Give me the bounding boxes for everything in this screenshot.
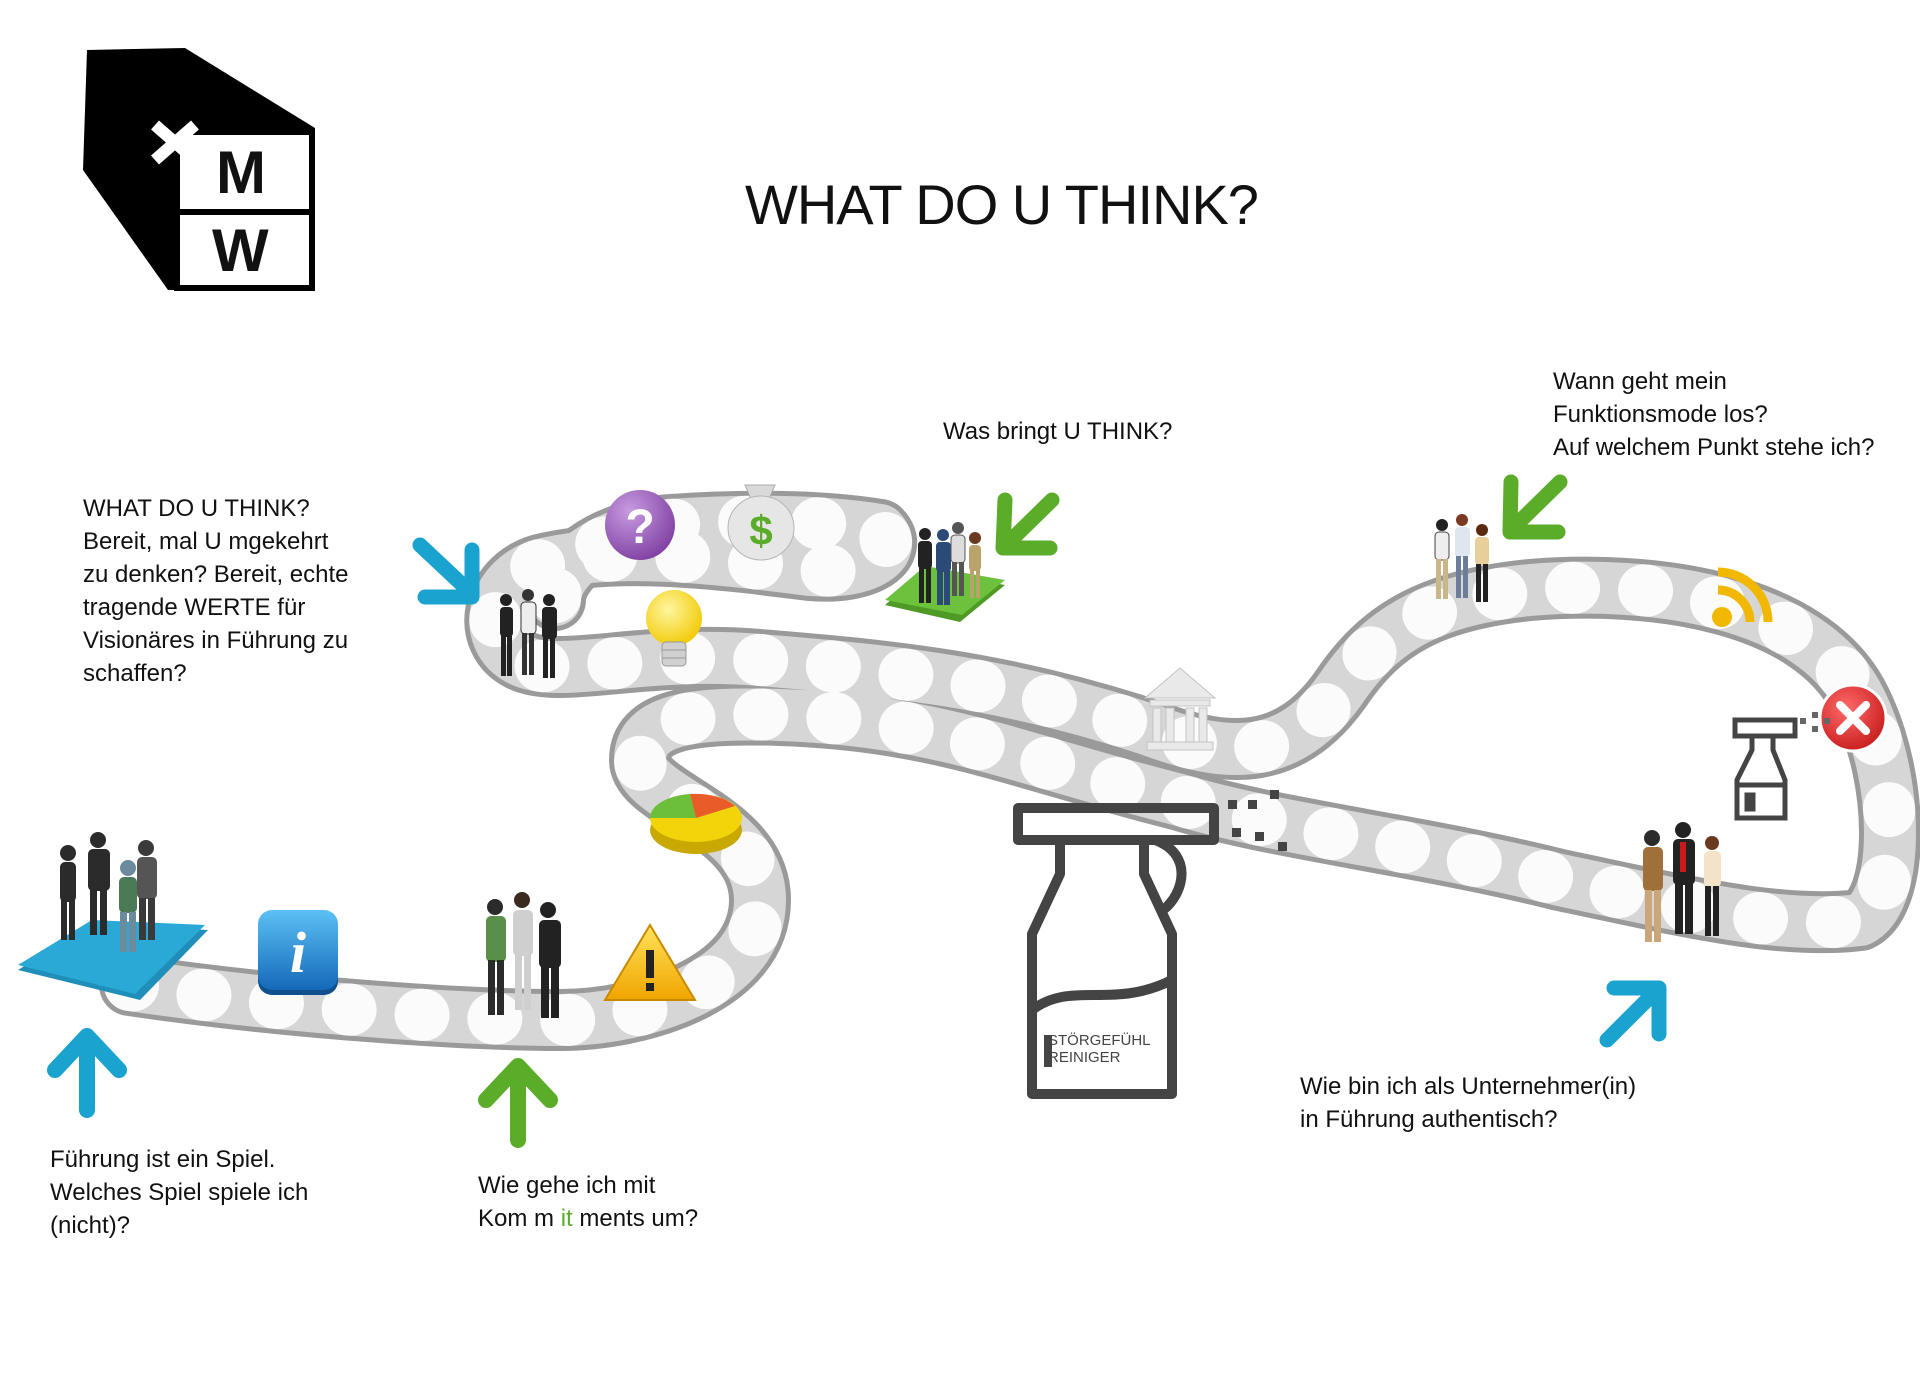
people-group-authentic — [1643, 822, 1721, 942]
question-bring: Was bringt U THINK? — [943, 418, 1173, 445]
warning-icon — [603, 923, 697, 1001]
svg-text:?: ? — [625, 501, 654, 554]
question-mode: Wann geht mein Funktionsmode los? Auf we… — [1553, 368, 1875, 461]
arrow-up-green-commitments — [478, 1058, 558, 1148]
question-left-top: WHAT DO U THINK? Bereit, mal U mgekehrt … — [83, 495, 349, 687]
board-path — [99, 490, 1920, 1051]
people-group-top-left — [500, 589, 557, 678]
logo-letter-m: M — [216, 139, 266, 206]
arrow-down-left-green-bring — [995, 492, 1060, 556]
info-icon: i — [258, 910, 338, 995]
question-start: Führung ist ein Spiel. Welches Spiel spi… — [50, 1146, 309, 1239]
svg-text:i: i — [290, 920, 306, 985]
money-bag-icon: $ — [727, 484, 795, 561]
spray-bottle-icon — [1013, 790, 1287, 1099]
svg-text:$: $ — [749, 507, 772, 554]
people-group-top-right — [1434, 514, 1489, 602]
mw-logo — [83, 48, 315, 291]
question-commitments: Wie gehe ich mit Kom m it ments um? — [478, 1172, 699, 1232]
people-group-start — [60, 832, 157, 952]
error-icon — [1818, 683, 1888, 753]
arrow-up-right-blue-authentic — [1599, 980, 1667, 1048]
people-group-commitments — [486, 892, 561, 1018]
small-spray-bottle-icon — [1732, 712, 1830, 821]
logo-letter-w: W — [212, 217, 269, 284]
rss-icon — [1712, 567, 1773, 627]
arrow-down-left-green-mode — [1502, 474, 1568, 540]
arrow-up-blue-start — [47, 1028, 127, 1118]
bank-icon — [1143, 667, 1217, 751]
bottle-label: STÖRGEFÜHL REINIGER — [1048, 1032, 1151, 1066]
pie-chart-icon — [649, 793, 742, 854]
people-group-green-tile — [918, 522, 981, 605]
lightbulb-icon — [646, 590, 702, 667]
question-authentic: Wie bin ich als Unternehmer(in) in Führu… — [1300, 1073, 1637, 1133]
arrow-down-right-blue — [412, 537, 480, 605]
page-title: WHAT DO U THINK? — [745, 173, 1259, 236]
question-icon: ? — [605, 490, 675, 560]
